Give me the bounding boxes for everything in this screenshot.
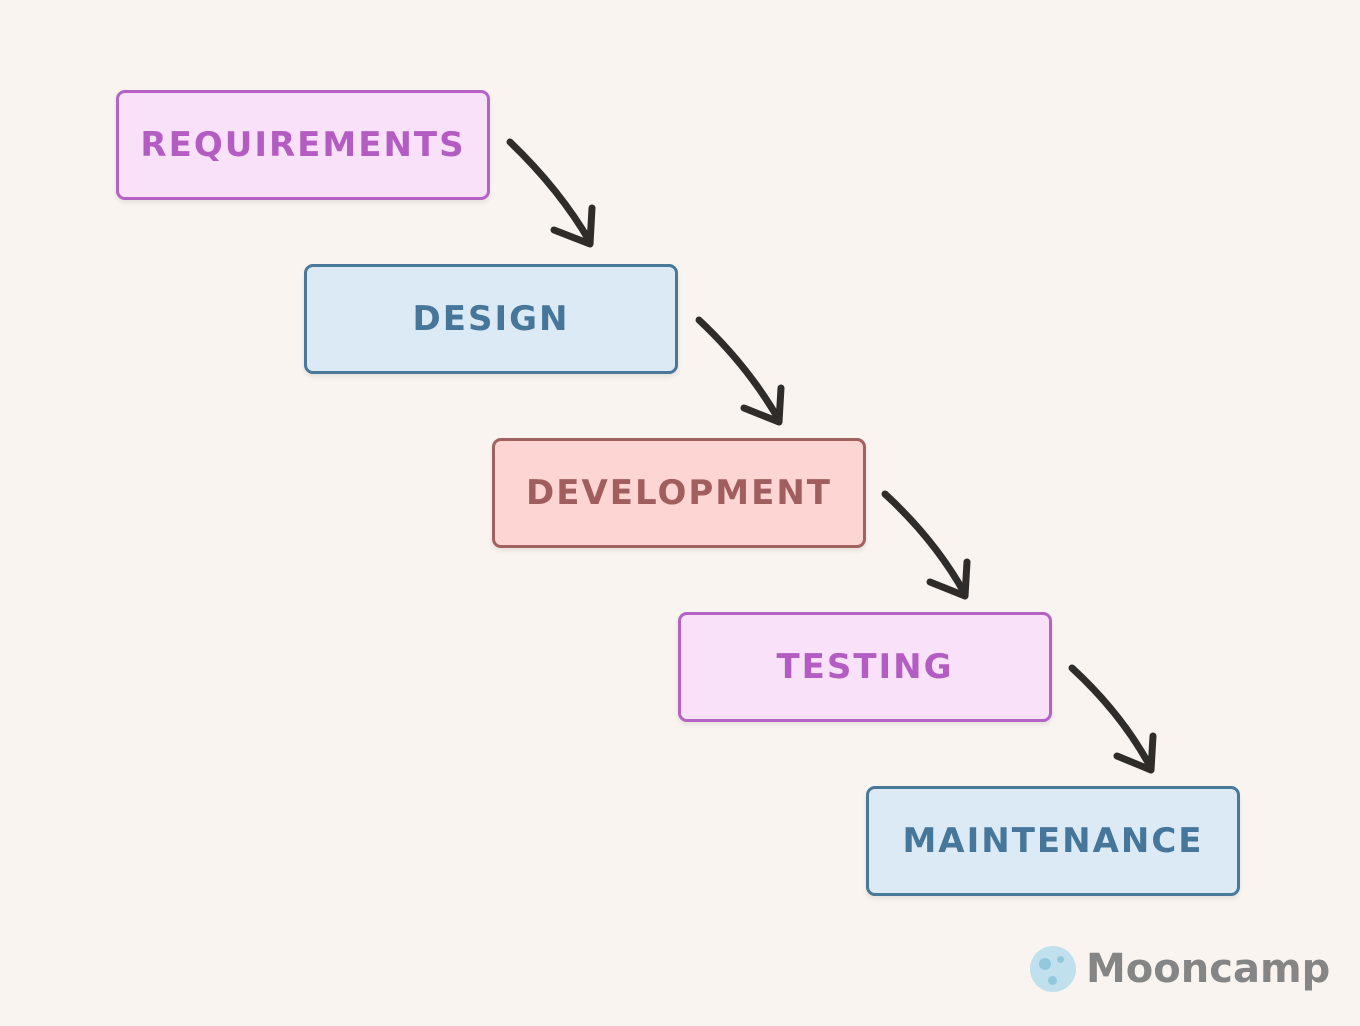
step-maintenance: MAINTENANCE	[866, 786, 1240, 896]
mooncamp-logo: Mooncamp	[1030, 946, 1330, 992]
step-label: DEVELOPMENT	[526, 473, 832, 513]
step-requirements: REQUIREMENTS	[116, 90, 490, 200]
step-label: DESIGN	[412, 299, 570, 339]
arrow-down-right-icon	[506, 138, 596, 248]
arrow-down-right-icon	[881, 490, 971, 600]
step-label: MAINTENANCE	[902, 821, 1204, 861]
step-label: REQUIREMENTS	[140, 125, 466, 165]
step-design: DESIGN	[304, 264, 678, 374]
arrow-down-right-icon	[695, 316, 785, 426]
arrow-down-right-icon	[1068, 664, 1157, 774]
logo-text: Mooncamp	[1086, 946, 1331, 992]
step-development: DEVELOPMENT	[492, 438, 866, 548]
step-testing: TESTING	[678, 612, 1052, 722]
step-label: TESTING	[776, 647, 954, 687]
moon-icon	[1030, 946, 1076, 992]
